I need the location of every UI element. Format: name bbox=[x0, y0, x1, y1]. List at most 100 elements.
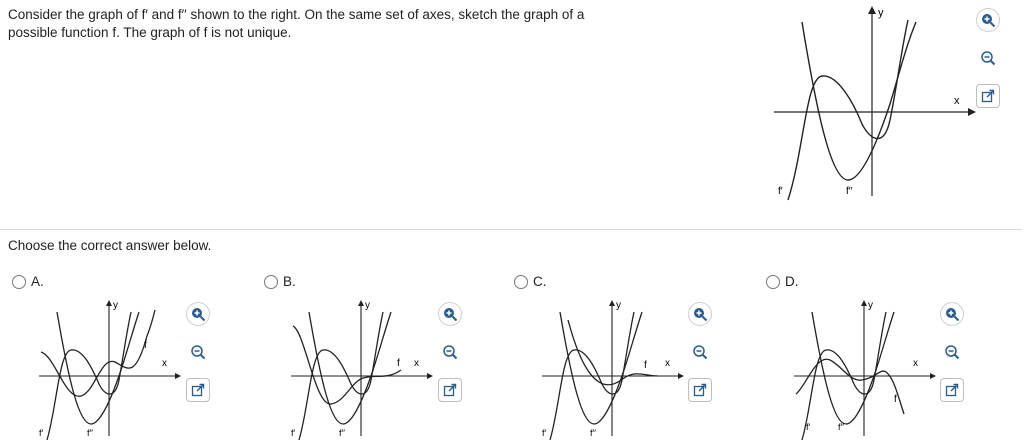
y-axis-label: y bbox=[113, 300, 118, 311]
f-curve bbox=[795, 358, 905, 415]
popout-icon bbox=[443, 383, 457, 397]
x-axis-arrow bbox=[175, 373, 181, 379]
f-prime-curve bbox=[801, 311, 887, 440]
option-a-letter: A. bbox=[31, 274, 44, 289]
radio-d[interactable] bbox=[766, 274, 780, 289]
option-c-letter: C. bbox=[533, 274, 547, 289]
option-a-graph: y x f f′ f′′ bbox=[39, 300, 181, 440]
option-b-graph: y x f f′ f′′ bbox=[291, 300, 433, 440]
y-axis-label: y bbox=[868, 300, 873, 311]
x-axis-label: x bbox=[954, 95, 960, 107]
zoom-in-button[interactable] bbox=[688, 302, 712, 326]
question-line-2: possible function f. The graph of f is n… bbox=[8, 25, 292, 40]
f-double-prime-curve bbox=[308, 311, 392, 425]
option-b-letter: B. bbox=[283, 274, 296, 289]
f-double-prime-curve bbox=[56, 311, 140, 425]
f-double-prime-label: f′′ bbox=[87, 428, 93, 438]
popout-button[interactable] bbox=[940, 378, 964, 402]
y-axis-label: y bbox=[878, 7, 884, 19]
f-prime-label: f′ bbox=[291, 428, 296, 438]
option-a[interactable]: A. bbox=[12, 274, 44, 289]
zoom-out-button[interactable] bbox=[438, 340, 462, 364]
zoom-in-icon bbox=[694, 308, 708, 322]
zoom-out-icon bbox=[443, 345, 458, 360]
zoom-out-icon bbox=[693, 345, 708, 360]
popout-button[interactable] bbox=[186, 378, 210, 402]
y-axis-arrow bbox=[609, 300, 615, 306]
x-axis-arrow bbox=[427, 373, 433, 379]
popout-icon bbox=[945, 383, 959, 397]
f-double-prime-label: f′′ bbox=[838, 422, 844, 432]
y-axis-label: y bbox=[365, 300, 370, 311]
main-graph-tools bbox=[976, 8, 1000, 108]
zoom-out-icon bbox=[945, 345, 960, 360]
option-d-tools bbox=[940, 302, 964, 402]
option-b-tools bbox=[438, 302, 462, 402]
f-label: f bbox=[894, 394, 897, 405]
zoom-out-icon bbox=[191, 345, 206, 360]
y-axis-arrow bbox=[358, 300, 364, 306]
zoom-in-button[interactable] bbox=[186, 302, 210, 326]
option-d-letter: D. bbox=[785, 274, 799, 289]
f-curve bbox=[567, 319, 659, 386]
f-prime-label: f′ bbox=[39, 428, 44, 438]
f-curve bbox=[40, 309, 156, 397]
popout-icon bbox=[693, 383, 707, 397]
zoom-in-icon bbox=[192, 308, 206, 322]
x-axis-label: x bbox=[414, 358, 419, 369]
zoom-out-button[interactable] bbox=[688, 340, 712, 364]
radio-b[interactable] bbox=[264, 274, 278, 289]
zoom-in-icon bbox=[982, 14, 996, 28]
x-axis-arrow bbox=[968, 108, 976, 116]
prompt-text: Choose the correct answer below. bbox=[8, 238, 212, 253]
zoom-out-button[interactable] bbox=[186, 340, 210, 364]
f-prime-curve bbox=[298, 311, 384, 440]
popout-icon bbox=[191, 383, 205, 397]
radio-c[interactable] bbox=[514, 274, 528, 289]
option-c-tools bbox=[688, 302, 712, 402]
zoom-in-button[interactable] bbox=[940, 302, 964, 326]
option-b[interactable]: B. bbox=[264, 274, 296, 289]
y-axis-arrow bbox=[868, 6, 876, 14]
radio-a[interactable] bbox=[12, 274, 26, 289]
zoom-out-button[interactable] bbox=[976, 46, 1000, 70]
zoom-out-button[interactable] bbox=[940, 340, 964, 364]
f-double-prime-curve bbox=[559, 311, 643, 425]
section-divider bbox=[0, 229, 1022, 230]
popout-button[interactable] bbox=[976, 84, 1000, 108]
popout-button[interactable] bbox=[438, 378, 462, 402]
y-axis-arrow bbox=[861, 300, 867, 306]
zoom-in-icon bbox=[444, 308, 458, 322]
main-graph: y x f′ f′′ bbox=[774, 6, 976, 201]
option-c-graph: y x f f′ f′′ bbox=[542, 300, 684, 440]
option-c[interactable]: C. bbox=[514, 274, 547, 289]
x-axis-label: x bbox=[913, 358, 918, 369]
x-axis-arrow bbox=[930, 373, 936, 379]
zoom-in-button[interactable] bbox=[976, 8, 1000, 32]
option-d-graph: y x f f′ f′′ bbox=[794, 300, 936, 440]
x-axis-arrow bbox=[678, 373, 684, 379]
popout-icon bbox=[981, 89, 995, 103]
question-line-1: Consider the graph of f′ and f′′ shown t… bbox=[8, 7, 585, 22]
option-a-tools bbox=[186, 302, 210, 402]
f-double-prime-label: f′′ bbox=[339, 428, 345, 438]
y-axis-arrow bbox=[106, 300, 112, 306]
f-label: f bbox=[144, 340, 147, 351]
f-prime-label: f′ bbox=[778, 186, 783, 197]
x-axis-label: x bbox=[665, 358, 670, 369]
f-double-prime-curve bbox=[811, 311, 895, 425]
f-label: f bbox=[397, 358, 400, 369]
f-double-prime-curve bbox=[801, 21, 917, 181]
option-d[interactable]: D. bbox=[766, 274, 799, 289]
zoom-in-button[interactable] bbox=[438, 302, 462, 326]
popout-button[interactable] bbox=[688, 378, 712, 402]
f-curve bbox=[292, 325, 402, 405]
f-prime-label: f′ bbox=[806, 422, 811, 432]
zoom-out-icon bbox=[981, 51, 996, 66]
zoom-in-icon bbox=[946, 308, 960, 322]
f-double-prime-label: f′′ bbox=[846, 186, 853, 197]
x-axis-label: x bbox=[162, 358, 167, 369]
f-label: f bbox=[644, 360, 647, 371]
f-double-prime-label: f′′ bbox=[590, 428, 596, 438]
y-axis-label: y bbox=[616, 300, 621, 311]
